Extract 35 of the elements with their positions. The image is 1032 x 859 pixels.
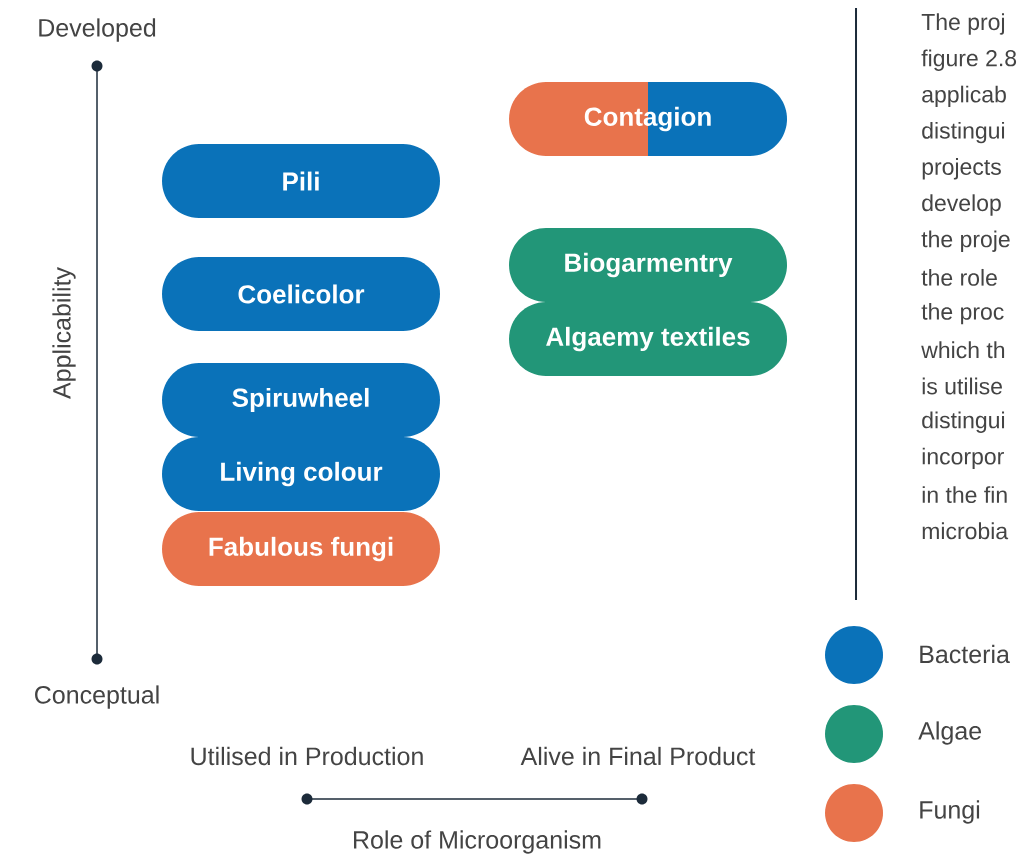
node-label: Biogarmentry bbox=[565, 252, 733, 278]
axis-title: Applicability bbox=[52, 267, 76, 399]
paragraph-line: applicab bbox=[922, 85, 1006, 108]
category-label: Utilised in Production bbox=[191, 746, 423, 766]
paragraph-line: projects bbox=[922, 158, 1001, 180]
legend-label: Bacteria bbox=[920, 644, 1010, 664]
pill-box: Biogarmentry bbox=[509, 228, 787, 302]
paragraph-line: incorpor bbox=[922, 447, 1004, 470]
legend-label: Fungi bbox=[920, 800, 980, 824]
axis-label: Developed bbox=[39, 18, 156, 42]
category-label: Alive in Final Product bbox=[520, 746, 756, 766]
paragraph-line: the proje bbox=[921, 230, 1010, 252]
paragraph-line: distingui bbox=[922, 121, 1005, 144]
legend-label: Algae bbox=[918, 721, 982, 745]
node-label: Algaemy textiles bbox=[546, 326, 750, 352]
paragraph-line: distingui bbox=[922, 411, 1005, 433]
axis-label: Conceptual bbox=[35, 685, 159, 709]
node-label: Spiruwheel bbox=[232, 387, 369, 413]
pill-box: Coelicolor bbox=[162, 257, 440, 331]
node-label: Living colour bbox=[221, 461, 383, 487]
paragraph-line: which th bbox=[921, 341, 1005, 359]
pill-box: Algaemy textiles bbox=[509, 302, 787, 376]
paragraph-line: develop bbox=[922, 194, 1001, 216]
pill-box: Spiruwheel bbox=[162, 363, 440, 437]
paragraph-line: is utilise bbox=[922, 377, 1002, 395]
paragraph-line: microbia bbox=[922, 522, 1009, 540]
paragraph-line: the proc bbox=[921, 302, 1004, 325]
axis-title: Role of Microorganism bbox=[354, 830, 601, 854]
paragraph-line: figure 2.8 bbox=[921, 49, 1017, 71]
paragraph-line: the role bbox=[921, 268, 997, 286]
paragraph-line: The proj bbox=[921, 13, 1004, 35]
paragraph-line: in the fin bbox=[922, 486, 1007, 504]
pill-box: Pili bbox=[162, 144, 440, 218]
pill-box: Fabulous fungi bbox=[162, 512, 440, 586]
pill-box: Living colour bbox=[162, 437, 440, 511]
